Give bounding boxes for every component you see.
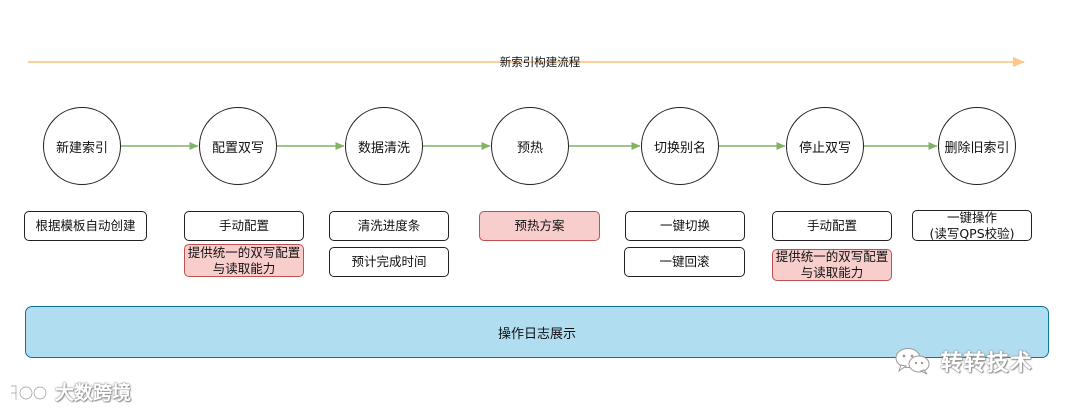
stage-configure-dual-write[interactable]: 配置双写 <box>199 107 277 185</box>
flow-title: 新索引构建流程 <box>499 55 581 69</box>
wechat-icon <box>893 345 933 377</box>
box-estimated-time[interactable]: 预计完成时间 <box>329 247 449 277</box>
watermark-right-text: 转转技术 <box>940 351 1033 376</box>
box-manual-config-1[interactable]: 手动配置 <box>184 211 304 241</box>
stage-warmup[interactable]: 预热 <box>491 107 569 185</box>
stage-create-index[interactable]: 新建索引 <box>43 107 121 185</box>
box-one-click-switch[interactable]: 一键切换 <box>625 211 745 241</box>
stage-delete-old-index[interactable]: 删除旧索引 <box>938 107 1016 185</box>
box-warmup-plan[interactable]: 预热方案 <box>479 211 600 241</box>
watermark-left: 大数跨境 <box>8 378 131 405</box>
operation-log-panel[interactable]: 操作日志展示 <box>25 306 1049 358</box>
box-one-click-rollback[interactable]: 一键回滚 <box>624 247 745 277</box>
box-one-click-operation[interactable]: 一键操作 (读写QPS校验) <box>912 210 1032 241</box>
watermark-left-text: 大数跨境 <box>54 382 131 404</box>
box-create-from-template[interactable]: 根据模板自动创建 <box>24 211 147 241</box>
box-cleaning-progress[interactable]: 清洗进度条 <box>329 211 449 241</box>
box-dual-write-note-1[interactable]: 提供统一的双写配置 与读取能力 <box>184 244 304 277</box>
watermark-logo-icon <box>8 382 48 402</box>
box-manual-config-2[interactable]: 手动配置 <box>772 211 892 241</box>
box-dual-write-note-2[interactable]: 提供统一的双写配置 与读取能力 <box>772 249 892 281</box>
stage-switch-alias[interactable]: 切换别名 <box>641 107 719 185</box>
stage-stop-dual-write[interactable]: 停止双写 <box>786 107 864 185</box>
stage-data-cleaning[interactable]: 数据清洗 <box>345 107 423 185</box>
watermark-right: 转转技术 <box>893 345 1033 377</box>
